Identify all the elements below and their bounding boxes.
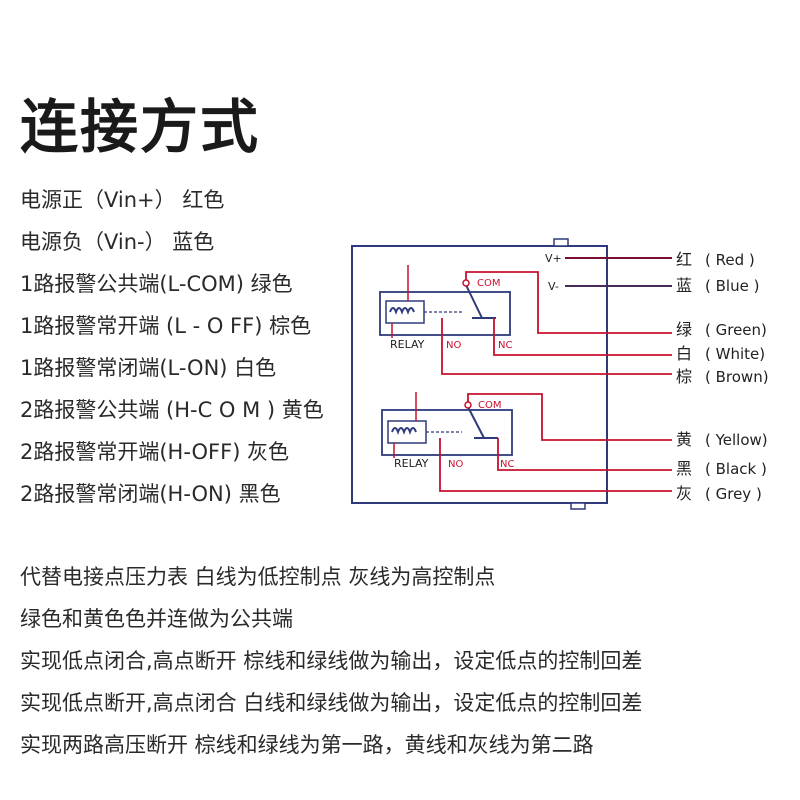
black-wire	[497, 438, 672, 471]
usage-notes: 代替电接点压力表 白线为低控制点 灰线为高控制点 绿色和黄色色并连做为公共端 实…	[20, 562, 642, 772]
wire-list-item-l-on: 1路报警常闭端(L-ON) 白色	[20, 356, 277, 380]
wire-label-brown-zh: 棕	[676, 367, 692, 386]
relay-2-switch-arm	[467, 406, 485, 439]
wire-list-item-h-off: 2路报警常开端(H-OFF) 灰色	[20, 440, 290, 464]
brown-wire	[441, 318, 672, 375]
note-line-3: 实现低点闭合,高点断开 棕线和绿线做为输出，设定低点的控制回差	[20, 649, 643, 673]
wire-label-green-en: ( Green)	[705, 321, 767, 339]
relay-1-com-terminal	[462, 279, 470, 287]
relay-2-com-terminal	[464, 401, 472, 409]
wire-list-item-h-com: 2路报警公共端 (H-C O M ) 黄色	[20, 398, 324, 422]
page-title: 连接方式	[20, 93, 261, 161]
relay-2-box	[381, 409, 513, 456]
wire-label-yellow-en: ( Yellow)	[705, 431, 768, 449]
relay-1-relay-label: RELAY	[390, 338, 425, 351]
wire-color-list: 电源正（Vin+） 红色 电源负（Vin-） 蓝色 1路报警公共端(L-COM)…	[20, 185, 324, 521]
relay-1-coil-frame	[385, 300, 425, 324]
yellow-wire	[467, 393, 672, 441]
relay-2-nc-label: NC	[500, 459, 514, 470]
wire-label-blue-en: ( Blue )	[705, 277, 759, 295]
wire-label-brown-en: ( Brown)	[705, 368, 769, 386]
relay-2-coil-frame	[387, 420, 427, 444]
wire-label-black-zh: 黑	[676, 459, 692, 478]
top-terminal-tab	[553, 238, 569, 247]
relay-1-com-label: COM	[477, 278, 500, 289]
wire-label-red-en: ( Red )	[705, 251, 755, 269]
v-plus-label: V+	[545, 252, 562, 265]
note-line-2: 绿色和黄色色并连做为公共端	[20, 607, 293, 631]
v-minus-label: V-	[548, 280, 559, 293]
wire-label-yellow-zh: 黄	[676, 430, 692, 449]
relay-2-relay-label: RELAY	[394, 457, 429, 470]
wire-label-grey-zh: 灰	[676, 484, 692, 503]
grey-wire	[439, 438, 672, 492]
wire-label-green-zh: 绿	[676, 320, 692, 339]
relay-2: COM RELAY NO NC	[381, 392, 514, 470]
relay-1: COM RELAY NO NC	[379, 265, 512, 351]
wire-label-red-zh: 红	[676, 250, 692, 269]
note-line-5: 实现两路高压断开 棕线和绿线为第一路，黄线和灰线为第二路	[20, 733, 594, 757]
wire-label-blue-zh: 蓝	[676, 276, 692, 295]
wire-list-item-l-com: 1路报警公共端(L-COM) 绿色	[20, 272, 293, 296]
relay-1-switch-arm	[465, 284, 483, 319]
green-wire	[465, 271, 672, 334]
wire-label-white-en: ( White)	[705, 345, 765, 363]
wire-label-grey-en: ( Grey )	[705, 485, 762, 503]
bottom-terminal-tab	[570, 502, 586, 510]
wire-label-black-en: ( Black )	[705, 460, 767, 478]
relay-1-no-label: NO	[446, 340, 461, 351]
relay-2-no-label: NO	[448, 459, 463, 470]
relay-2-com-label: COM	[478, 400, 501, 411]
relay-1-nc-label: NC	[498, 340, 512, 351]
note-line-1: 代替电接点压力表 白线为低控制点 灰线为高控制点	[20, 565, 496, 589]
wire-list-item-l-off: 1路报警常开端 (L - O FF) 棕色	[20, 314, 312, 338]
white-wire	[493, 318, 672, 356]
note-line-4: 实现低点断开,高点闭合 白线和绿线做为输出，设定低点的控制回差	[20, 691, 643, 715]
relay-1-box	[379, 291, 511, 336]
relay-1-coil-icon	[389, 307, 415, 315]
wire-list-item-h-on: 2路报警常闭端(H-ON) 黑色	[20, 482, 281, 506]
wire-label-white-zh: 白	[676, 344, 692, 363]
wire-list-item-vin-plus: 电源正（Vin+） 红色	[20, 188, 225, 212]
wire-list-item-vin-minus: 电源负（Vin-） 蓝色	[20, 230, 215, 254]
relay-2-coil-icon	[391, 427, 417, 435]
